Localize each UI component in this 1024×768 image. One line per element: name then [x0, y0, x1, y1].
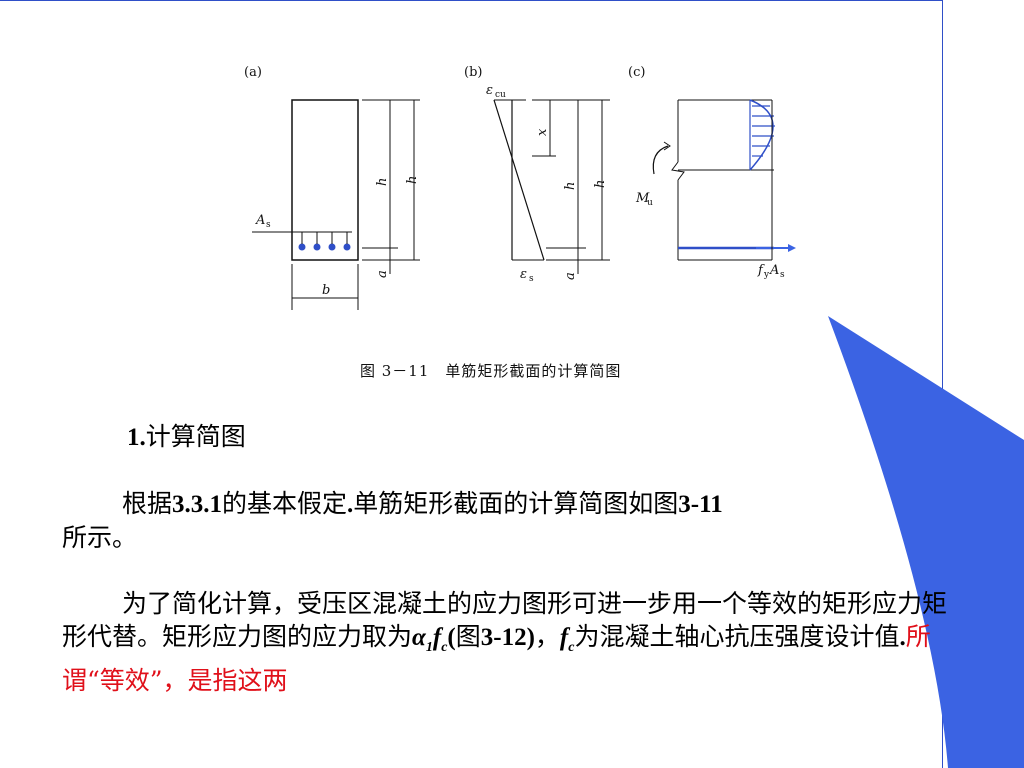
panel-b-label: (b) [464, 65, 482, 80]
panel-a-label: (a) [244, 65, 262, 80]
svg-text:s: s [780, 270, 785, 280]
panel-c-label: (c) [628, 65, 645, 80]
svg-text:ε: ε [520, 267, 527, 282]
svg-text:h: h [593, 180, 608, 188]
svg-text:a: a [563, 272, 578, 280]
svg-text:s: s [266, 220, 271, 230]
figure-caption: 图 3－11 单筋矩形截面的计算简图 [360, 362, 622, 380]
svg-text:M: M [635, 191, 650, 206]
svg-text:h: h [563, 182, 578, 190]
svg-text:h: h [375, 178, 390, 186]
paragraph-2: 为了简化计算，受压区混凝土的应力图形可进一步用一个等效的矩形应力矩形代替。矩形应… [62, 589, 948, 695]
label-b: b [322, 283, 330, 298]
svg-text:u: u [647, 198, 653, 208]
svg-text:h: h [405, 176, 420, 184]
svg-text:y: y [763, 270, 770, 280]
svg-text:s: s [529, 274, 534, 284]
svg-text:cu: cu [495, 90, 506, 100]
svg-text:A: A [769, 263, 779, 278]
svg-text:x: x [535, 128, 550, 136]
section-heading: 1.计算简图 [127, 422, 246, 451]
svg-text:f: f [757, 263, 765, 278]
emphasis-text: 所谓“等效”，是指这两 [62, 622, 931, 695]
section-diagram: (a) A s h h a b (b) ε cu ε s x h h a (c) [244, 65, 796, 310]
slide-border-top [0, 0, 943, 1]
label-As: A [255, 213, 265, 228]
slide-border-right [942, 0, 943, 768]
svg-text:a: a [375, 270, 390, 278]
svg-text:ε: ε [486, 83, 493, 98]
